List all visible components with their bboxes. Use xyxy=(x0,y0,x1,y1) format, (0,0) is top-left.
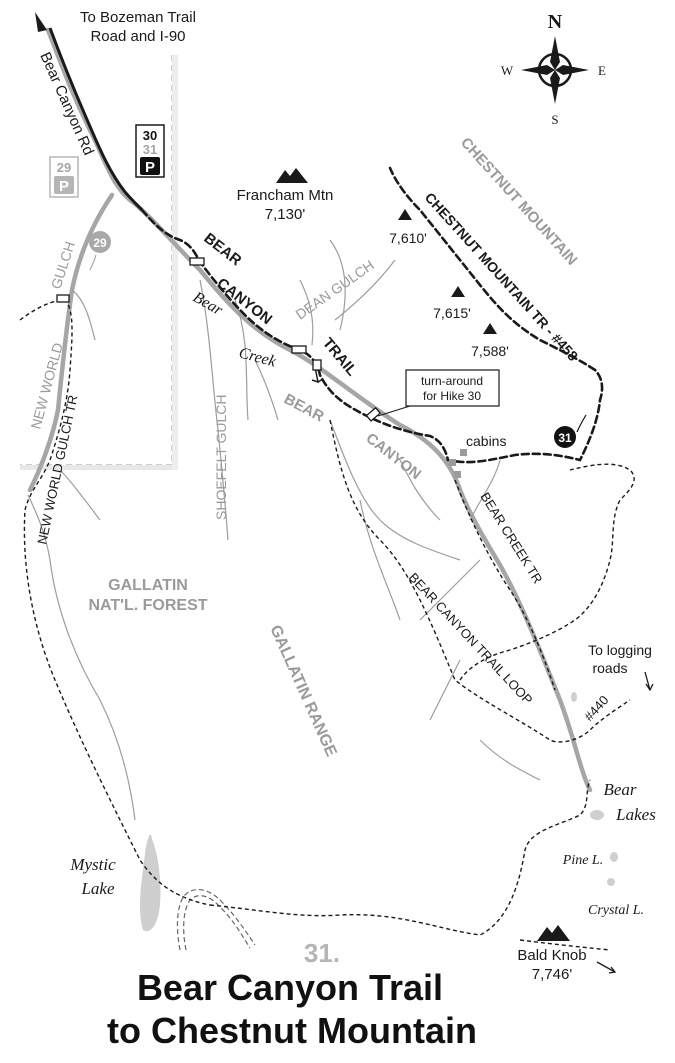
bear-lake xyxy=(590,810,604,820)
francham-mtn-label: Francham Mtn xyxy=(237,187,334,204)
road-note-line1: To Bozeman Trail xyxy=(80,9,196,26)
hike-31-marker: 31 xyxy=(143,142,157,157)
gate-icon xyxy=(189,257,205,266)
turnaround-note-line1: turn-around xyxy=(421,374,483,388)
hike-29-circle-marker: 29 xyxy=(93,236,107,250)
bear-canyon-loop-label: BEAR CANYON TRAIL LOOP xyxy=(406,570,536,708)
peak-7610-icon xyxy=(398,209,412,220)
new-world-gulch-creek xyxy=(27,192,115,493)
connector-trails xyxy=(19,299,635,951)
double-track-road xyxy=(176,888,256,951)
gate-icon xyxy=(312,359,322,371)
gallatin-range-label: GALLATIN RANGE xyxy=(266,623,339,760)
trail-gates xyxy=(56,257,382,422)
compass-north: N xyxy=(548,11,563,33)
compass-rose: N S E W xyxy=(501,11,606,127)
logging-roads-label-1: To logging xyxy=(588,642,652,658)
road-arrow-icon xyxy=(35,12,47,32)
logging-roads-label-2: roads xyxy=(592,660,627,676)
mystic-lake-label-1: Mystic xyxy=(69,855,116,874)
bear-canyon-trail-label-1: BEAR xyxy=(201,230,245,270)
pine-lake xyxy=(610,852,618,862)
bear-lakes-label-2: Lakes xyxy=(615,805,656,824)
trail-labels: BEAR CANYON TRAIL CHESTNUT MOUNTAIN TR -… xyxy=(34,189,611,724)
title-line-1: Bear Canyon Trail xyxy=(137,967,443,1008)
bear-canyon-trail-loop xyxy=(329,419,631,743)
road-note-line2: Road and I-90 xyxy=(90,28,185,45)
bald-knob-label: Bald Knob xyxy=(517,947,586,964)
road-name-label: Bear Canyon Rd xyxy=(36,50,97,158)
compass-west: W xyxy=(501,63,514,78)
arrow-icon xyxy=(644,671,654,692)
crystal-lake-label: Crystal L. xyxy=(588,903,644,918)
peak-7615-label: 7,615' xyxy=(433,305,471,321)
streams xyxy=(27,27,593,921)
bald-knob-loop xyxy=(209,779,591,936)
hike-number: 31. xyxy=(304,938,340,968)
bear-canyon-road xyxy=(35,12,144,212)
turnaround-note-line2: for Hike 30 xyxy=(423,389,481,403)
peak-7610-label: 7,610' xyxy=(389,230,427,246)
dean-gulch-label: DEAN GULCH xyxy=(293,257,377,323)
arrow-icon xyxy=(596,961,617,974)
bald-knob-elev: 7,746' xyxy=(532,966,573,983)
bear-lakes-label-1: Bear xyxy=(603,780,636,799)
mystic-lake xyxy=(139,835,161,932)
peak-7588-icon xyxy=(483,323,497,334)
gallatin-forest-label-1: GALLATIN xyxy=(108,577,188,594)
parking-icon: P xyxy=(59,178,69,195)
bear-creek-trail xyxy=(454,479,556,691)
francham-mtn-icon xyxy=(276,168,308,183)
lakes xyxy=(139,692,618,932)
new-world-gulch-trail xyxy=(19,299,211,906)
chestnut-mountain-trail-route xyxy=(388,166,597,372)
gallatin-forest-label-2: NAT'L. FOREST xyxy=(88,597,207,614)
pine-lake-label: Pine L. xyxy=(562,853,603,868)
crystal-lake xyxy=(607,878,615,886)
logging-loop xyxy=(459,463,635,681)
map-notes: turn-around for Hike 30 cabins To loggin… xyxy=(377,369,654,692)
compass-south: S xyxy=(551,112,558,127)
loop-number-label: #440 xyxy=(581,692,611,724)
gate-icon xyxy=(291,345,307,354)
cabins xyxy=(449,449,467,478)
bear-canyon-label-1: BEAR xyxy=(281,391,327,426)
cabins-label: cabins xyxy=(466,433,506,449)
inset-boundary xyxy=(20,55,178,470)
shoefelt-gulch-label: SHOEFELT GULCH xyxy=(213,394,229,520)
hike-30-marker: 30 xyxy=(143,128,157,143)
bear-creek-trail-label: BEAR CREEK TR xyxy=(477,490,545,587)
peak-7588-label: 7,588' xyxy=(471,343,509,359)
gate-icon xyxy=(56,294,70,303)
map-title: 31. Bear Canyon Trail to Chestnut Mounta… xyxy=(107,938,477,1051)
title-line-2: to Chestnut Mountain xyxy=(107,1010,477,1051)
gate-icon xyxy=(365,406,382,422)
trailhead-signs: 30 31 P 29 P 29 31 xyxy=(49,124,587,448)
bear-creek xyxy=(45,27,593,793)
compass-east: E xyxy=(598,63,606,78)
peak-7615-icon xyxy=(451,286,465,297)
parking-icon: P xyxy=(145,159,155,176)
peak-labels: Francham Mtn 7,130' 7,610' 7,615' 7,588'… xyxy=(237,187,617,983)
francham-mtn-elev: 7,130' xyxy=(265,206,306,223)
hike-31-circle-marker: 31 xyxy=(558,431,572,445)
hike-29-marker: 29 xyxy=(57,160,71,175)
bear-canyon-label-2: CANYON xyxy=(363,430,425,483)
chestnut-mountain-trail-label: CHESTNUT MOUNTAIN TR - #458 xyxy=(422,189,582,364)
bald-knob-icon xyxy=(537,925,570,941)
mystic-lake-label-2: Lake xyxy=(80,879,115,898)
peak-icons xyxy=(276,168,570,941)
